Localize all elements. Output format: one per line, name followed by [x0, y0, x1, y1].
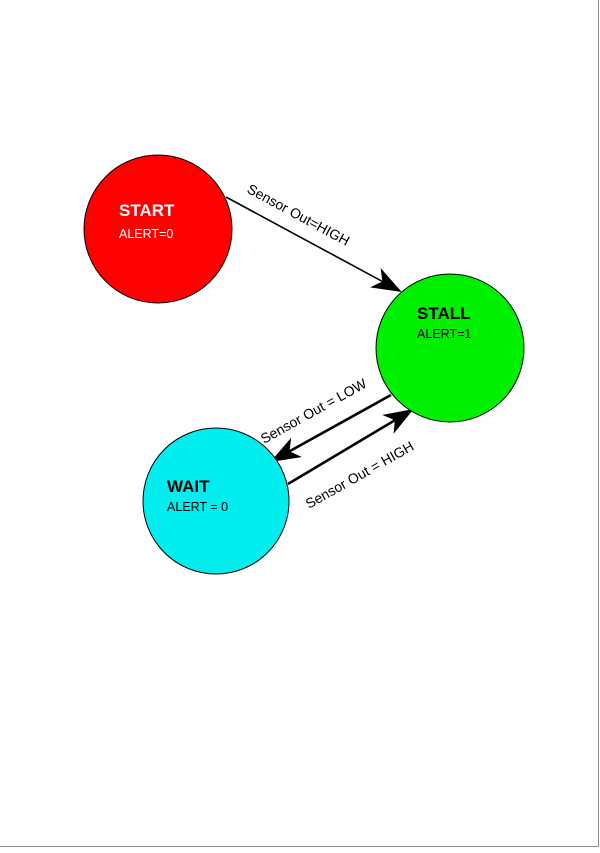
state-name: WAIT	[167, 477, 210, 496]
transition-wait-to-stall: Sensor Out = HIGH	[287, 408, 417, 512]
transition-stall-to-wait: Sensor Out = LOW	[258, 375, 392, 463]
state-start: START ALERT=0	[83, 154, 233, 304]
state-stall: STALL ALERT=1	[375, 273, 525, 423]
state-output: ALERT=1	[417, 327, 471, 341]
page-edge-right	[598, 0, 599, 846]
state-circle	[375, 273, 525, 423]
transition-arrow	[287, 408, 414, 486]
state-name: STALL	[417, 304, 471, 323]
state-circle	[83, 154, 233, 304]
transition-arrow	[270, 393, 392, 463]
page-edge-bottom	[0, 846, 599, 847]
transition-label: Sensor Out = LOW	[258, 375, 370, 447]
transition-arrow	[225, 196, 402, 292]
transition-label: Sensor Out = HIGH	[303, 438, 417, 512]
transition-start-to-stall: Sensor Out=HIGH	[225, 181, 402, 292]
state-circle	[142, 427, 290, 575]
transition-label: Sensor Out=HIGH	[245, 181, 353, 249]
state-output: ALERT=0	[119, 227, 173, 241]
state-output: ALERT = 0	[167, 500, 228, 514]
state-wait: WAIT ALERT = 0	[142, 427, 290, 575]
state-name: START	[119, 201, 175, 220]
